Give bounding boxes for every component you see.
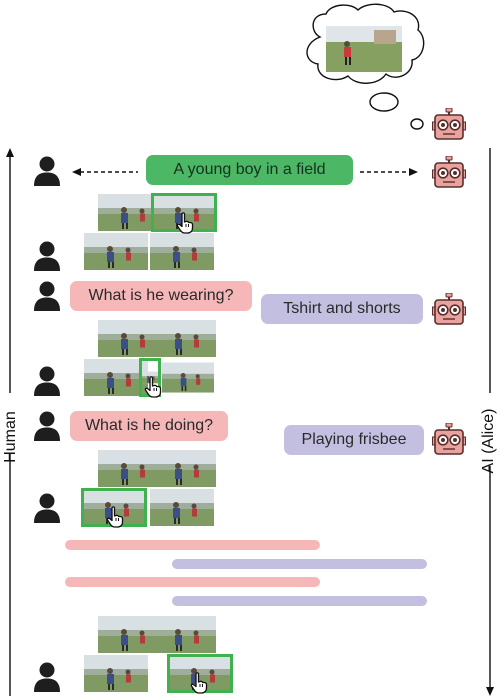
- question-bubble: What is he wearing?: [70, 281, 252, 311]
- person-icon: [33, 493, 61, 523]
- candidate-image[interactable]: [152, 450, 216, 487]
- answer-bubble: Playing frisbee: [284, 425, 424, 455]
- answer-text: Playing frisbee: [301, 431, 407, 448]
- question-placeholder-bar: [65, 540, 320, 550]
- answer-text: Tshirt and shorts: [283, 300, 401, 317]
- ai-timeline-arrow: [486, 148, 494, 696]
- human-timeline-arrow: [6, 148, 14, 696]
- question-bubble: What is he doing?: [70, 411, 228, 441]
- question-text: What is he doing?: [84, 417, 214, 434]
- robot-icon: [432, 423, 466, 455]
- hand-pointer-icon: [106, 506, 124, 528]
- answer-bubble: Tshirt and shorts: [261, 294, 423, 324]
- candidate-image[interactable]: [84, 655, 148, 692]
- candidate-image[interactable]: [84, 359, 148, 396]
- candidate-image[interactable]: [150, 489, 214, 526]
- hand-pointer-icon: [176, 212, 194, 234]
- image-pool-3: [81, 450, 214, 528]
- candidate-image[interactable]: [150, 233, 214, 270]
- robot-icon: [432, 293, 466, 325]
- hand-pointer-icon: [190, 672, 208, 694]
- thought-cloud-icon: [306, 3, 425, 130]
- question-placeholder-bar: [65, 577, 320, 587]
- robot-icon: [432, 108, 466, 140]
- image-pool-4: [84, 616, 233, 694]
- candidate-image[interactable]: [162, 359, 214, 396]
- hand-pointer-icon: [144, 376, 162, 398]
- question-text: What is he wearing?: [88, 287, 234, 304]
- image-pool-1: [84, 193, 217, 270]
- person-icon: [33, 366, 61, 396]
- caption-bubble: A young boy in a field: [146, 155, 353, 185]
- human-axis-label: Human: [2, 411, 19, 463]
- robot-icon: [432, 156, 466, 188]
- candidate-image[interactable]: [84, 233, 148, 270]
- person-icon: [33, 156, 61, 186]
- person-icon: [33, 411, 61, 441]
- candidate-image[interactable]: [152, 616, 216, 653]
- answer-placeholder-bar: [172, 596, 427, 606]
- ai-axis-label: AI (Alice): [480, 408, 497, 474]
- person-icon: [33, 662, 61, 692]
- candidate-image[interactable]: [152, 320, 216, 357]
- answer-placeholder-bar: [172, 559, 427, 569]
- person-icon: [33, 281, 61, 311]
- caption-dashed-arrows: [72, 168, 418, 176]
- person-icon: [33, 241, 61, 271]
- caption-text: A young boy in a field: [173, 161, 326, 178]
- image-pool-2: [84, 320, 214, 396]
